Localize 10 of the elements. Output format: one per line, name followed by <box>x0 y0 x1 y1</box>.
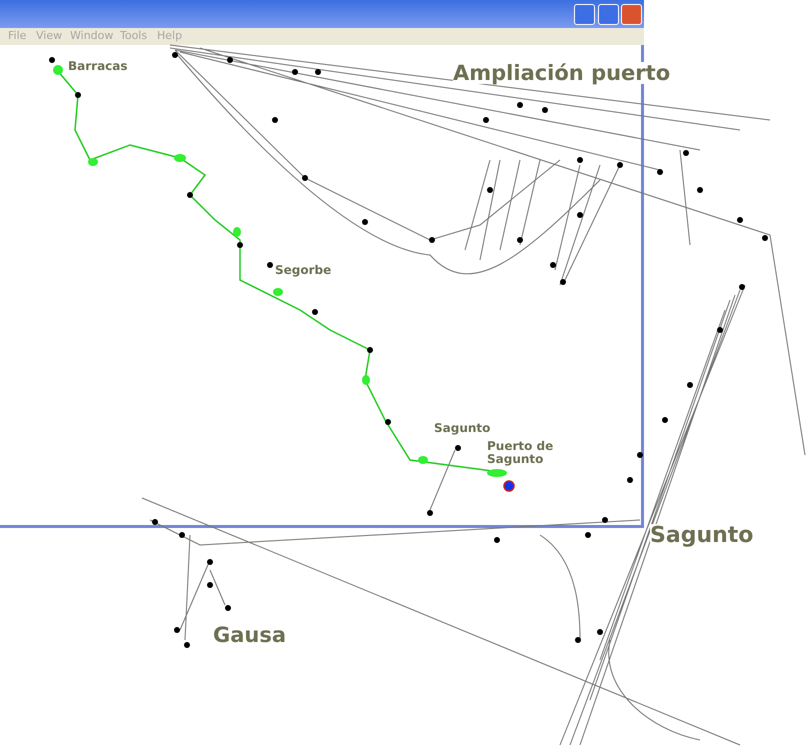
place-label: Ampliación puerto <box>453 62 670 84</box>
place-label: Barracas <box>68 60 128 73</box>
menu-item: File <box>8 29 26 42</box>
menu-item: Help <box>157 29 182 42</box>
place-label: Sagunto <box>650 524 754 548</box>
place-label: Segorbe <box>275 264 332 277</box>
menu-item: Window <box>70 29 114 42</box>
menu-item: View <box>36 29 62 42</box>
place-label: Sagunto <box>434 422 490 435</box>
menu-item: Tools <box>120 29 148 42</box>
